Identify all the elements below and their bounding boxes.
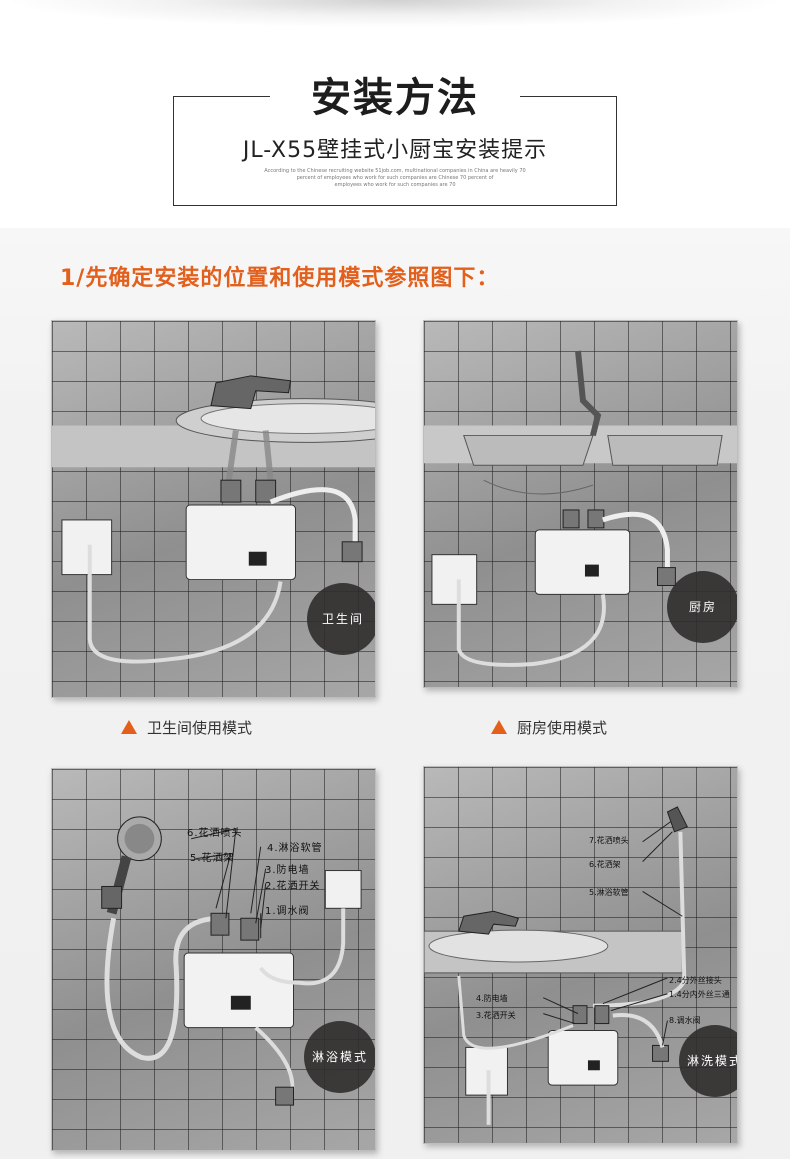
- bathroom-caption-text: 卫生间使用模式: [147, 719, 252, 737]
- step-1-title: 1/先确定安装的位置和使用模式参照图下：: [60, 260, 499, 292]
- fine-print-line: According to the Chinese recruiting webs…: [233, 168, 557, 175]
- fine-print-line: employees who work for such companies ar…: [233, 182, 557, 189]
- shower-illustration: 6.花洒喷头 5.花洒架 4.淋浴软管 3.防电墙 2.花洒开关 1.调水阀 淋…: [51, 768, 376, 1151]
- kitchen-caption-text: 厨房使用模式: [517, 719, 607, 737]
- top-shadow: [0, 0, 790, 28]
- wash-label-switch: 3.花洒开关: [476, 1010, 516, 1021]
- shower-label-wall: 3.防电墙: [265, 861, 310, 876]
- page-title: 安装方法: [270, 68, 520, 128]
- page-subtitle: JL-X55壁挂式小厨宝安装提示: [173, 132, 617, 164]
- header-fine-print: According to the Chinese recruiting webs…: [233, 168, 557, 189]
- kitchen-caption: 厨房使用模式: [491, 717, 607, 738]
- wash-label-valve: 8.调水阀: [669, 1015, 701, 1026]
- bathroom-caption: 卫生间使用模式: [121, 717, 252, 738]
- fine-print-line: percent of employees who work for such c…: [233, 175, 557, 182]
- wash-label-tee: 1.4分内外丝三通: [669, 989, 730, 1000]
- kitchen-badge: 厨房: [667, 571, 738, 643]
- kitchen-illustration: 厨房: [423, 320, 738, 688]
- wash-label-hose: 5.淋浴软管: [589, 887, 629, 898]
- wash-label-connector: 2.4分外丝接头: [669, 975, 722, 986]
- shower-badge: 淋浴模式: [304, 1021, 376, 1093]
- shower-label-switch: 2.花洒开关: [265, 877, 321, 892]
- shower-label-holder: 5.花洒架: [190, 849, 235, 864]
- wash-label-wall: 4.防电墙: [476, 993, 508, 1004]
- shower-label-head: 6.花洒喷头: [187, 824, 243, 839]
- triangle-icon: [491, 720, 507, 734]
- bathroom-badge: 卫生间: [307, 583, 376, 655]
- wash-label-holder: 6.花洒架: [589, 859, 621, 870]
- wash-label-head: 7.花洒喷头: [589, 835, 629, 846]
- bathroom-illustration: 卫生间: [51, 320, 376, 698]
- shower-label-valve: 1.调水阀: [265, 902, 310, 917]
- wash-illustration: 7.花洒喷头 6.花洒架 5.淋浴软管 2.4分外丝接头 1.4分内外丝三通 4…: [423, 766, 738, 1144]
- shower-label-hose: 4.淋浴软管: [267, 839, 323, 854]
- triangle-icon: [121, 720, 137, 734]
